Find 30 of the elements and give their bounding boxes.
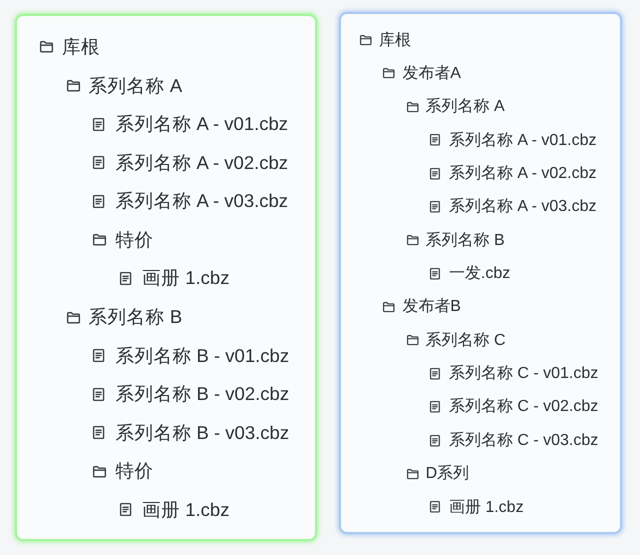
folder-name: 系列名称 C — [426, 330, 506, 351]
file-name: 系列名称 A - v03.cbz — [115, 189, 288, 214]
file-name: 画册 1.cbz — [142, 498, 230, 522]
folder-name: 系列名称 B — [88, 305, 182, 330]
folder-name: D系列 — [426, 464, 470, 484]
folder-name: 系列名称 A — [426, 96, 505, 118]
file-name: 系列名称 B - v02.cbz — [115, 382, 290, 406]
file-name: 系列名称 C - v03.cbz — [448, 430, 598, 451]
file-name: 画册 1.cbz — [142, 266, 230, 290]
folder-name: 库根 — [62, 35, 100, 59]
folder-name: 库根 — [379, 30, 411, 50]
folder-name: 系列名称 A — [88, 74, 182, 98]
file-name: 一发.cbz — [448, 264, 510, 284]
file-name: 系列名称 B - v01.cbz — [115, 344, 290, 368]
file-name: 画册 1.cbz — [448, 498, 524, 518]
folder-name: 发布者B — [402, 296, 461, 318]
panel — [339, 12, 622, 534]
file-name: 系列名称 A - v01.cbz — [448, 130, 596, 151]
file-name: 系列名称 A - v03.cbz — [448, 196, 596, 218]
folder-name: 系列名称 B — [426, 230, 505, 251]
file-name: 系列名称 A - v02.cbz — [115, 150, 288, 175]
file-name: 系列名称 C - v02.cbz — [448, 396, 598, 418]
file-name: 系列名称 A - v02.cbz — [448, 164, 596, 184]
panel — [15, 14, 317, 541]
file-name: 系列名称 B - v03.cbz — [115, 420, 290, 445]
folder-name: 特价 — [115, 459, 154, 484]
folder-name: 特价 — [115, 228, 154, 252]
file-name: 系列名称 C - v01.cbz — [448, 364, 598, 384]
folder-name: 发布者A — [402, 64, 461, 84]
file-name: 系列名称 A - v01.cbz — [115, 112, 288, 136]
